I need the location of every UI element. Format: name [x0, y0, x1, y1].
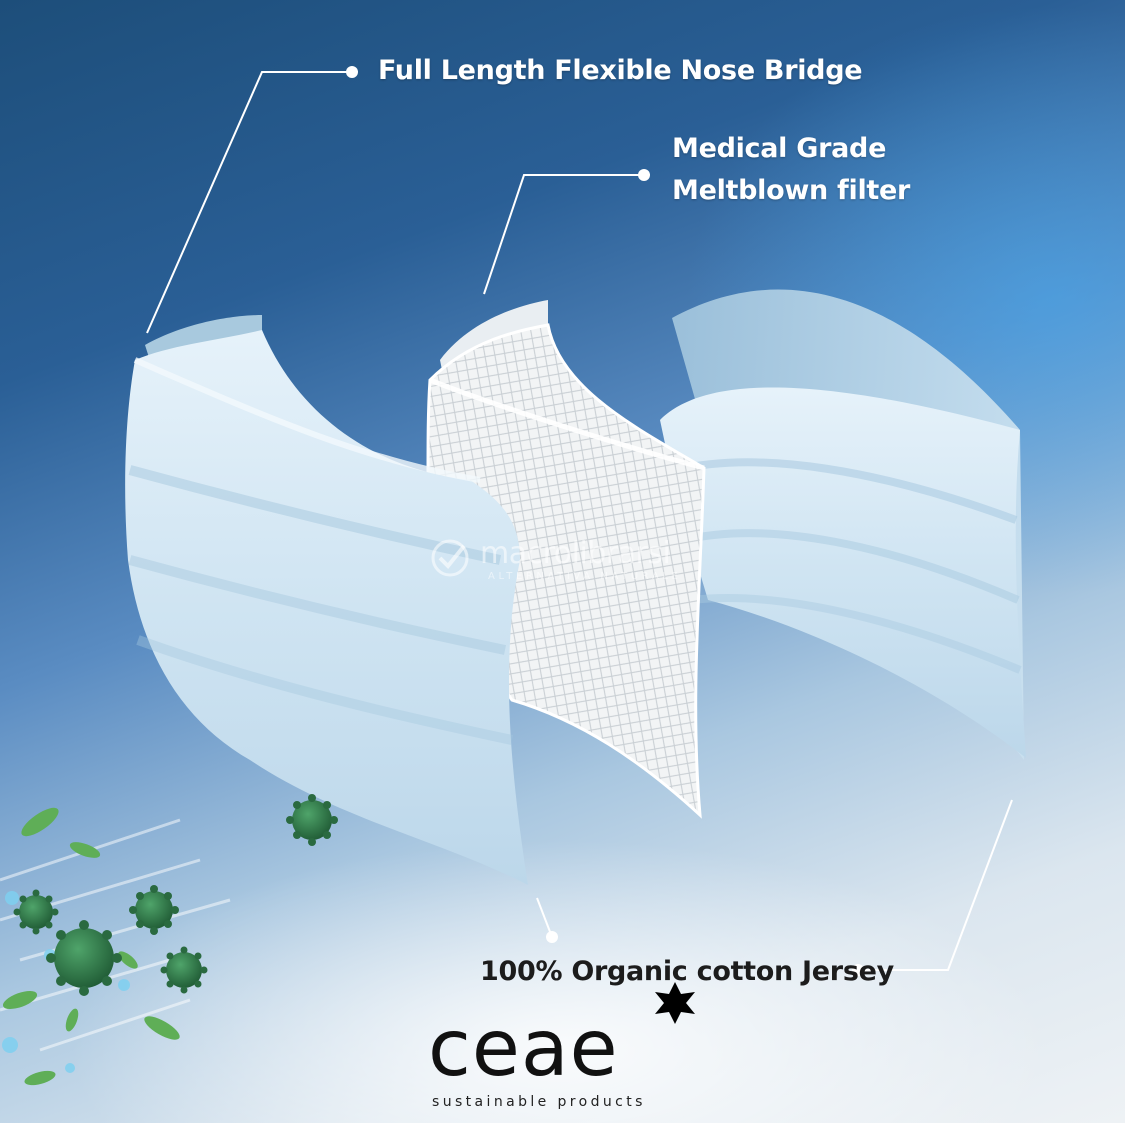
nose-bridge-label: Full Length Flexible Nose Bridge: [378, 55, 863, 86]
meltblown-filter-layer: [426, 300, 706, 819]
brand-logo: ceae sustainable products: [428, 1010, 646, 1110]
ceae-asterisk-mark: [655, 982, 695, 1024]
cotton-label: 100% Organic cotton Jersey: [480, 956, 894, 987]
outer-cotton-layer: [660, 289, 1026, 760]
airflow-streaks: [0, 818, 231, 1052]
brand-name: ceae: [428, 1004, 619, 1094]
callout-leader-lines: [146, 71, 1013, 971]
virus-particle-icon: [13, 794, 338, 996]
callout-dots: [346, 66, 864, 976]
filter-label-line2: Meltblown filter: [672, 175, 911, 206]
brand-tagline: sustainable products: [432, 1094, 646, 1110]
watermark: macrolibrarsi ALTERNATIVA NATURALE: [431, 536, 682, 582]
watermark-name: macrolibrarsi: [480, 536, 671, 571]
inner-cotton-layer: [125, 315, 529, 885]
watermark-tagline: ALTERNATIVA NATURALE: [488, 571, 682, 582]
filter-label-line1: Medical Grade: [672, 133, 887, 164]
leaf-icon: [2, 807, 180, 1086]
macrolibrarsi-leaf-icon: [431, 539, 469, 577]
